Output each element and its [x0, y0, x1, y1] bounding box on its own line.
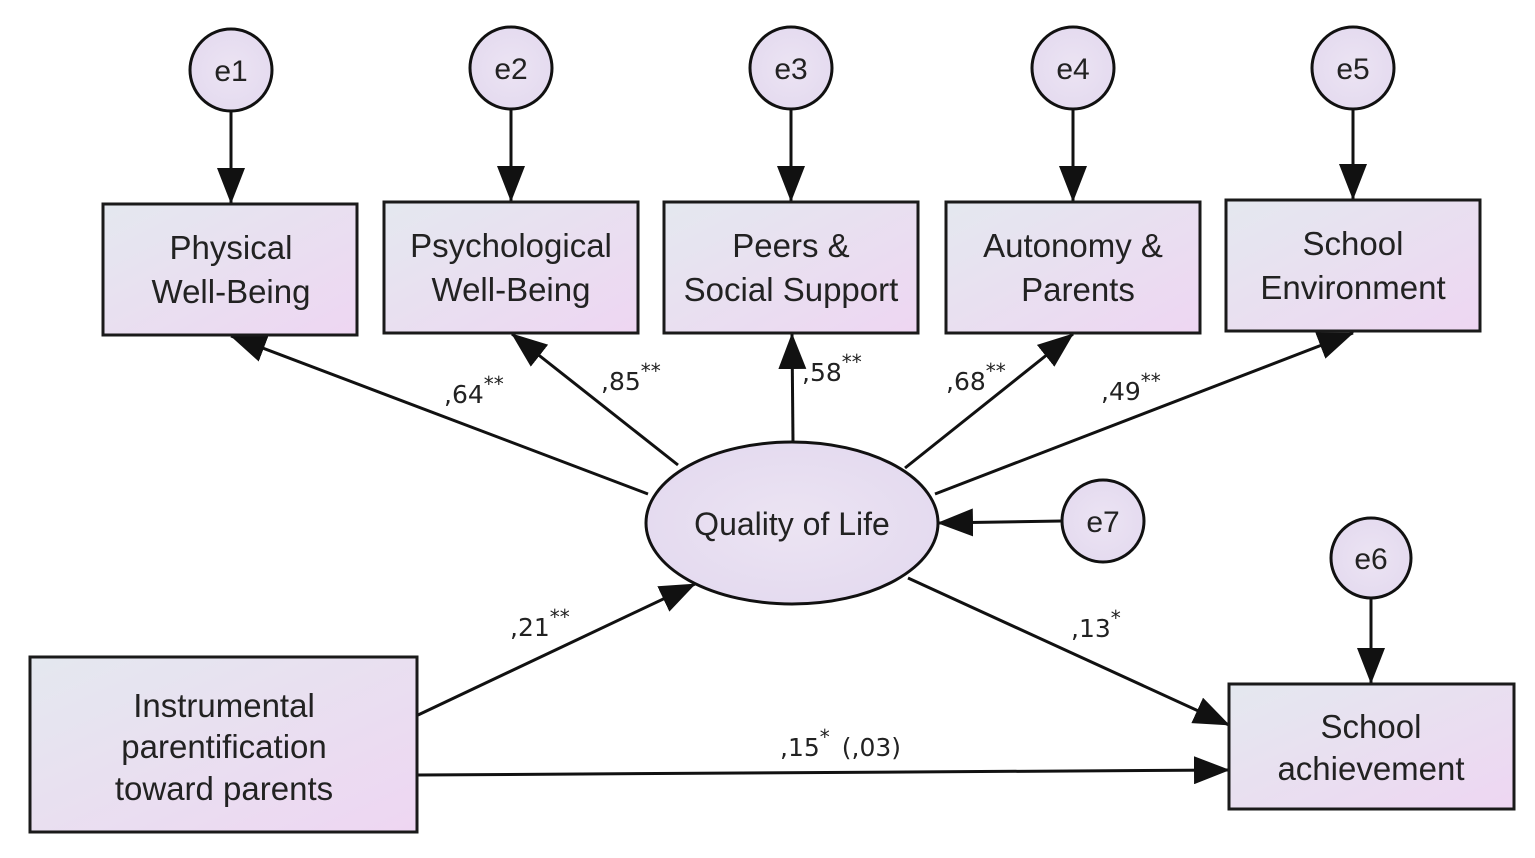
error-e4-label: e4	[1056, 53, 1089, 86]
indicator-physical-wellbeing: Physical Well-Being	[101, 202, 359, 337]
arrow-predictor-outcome	[417, 756, 1230, 785]
path-label-direct: ,15*(,03)	[780, 725, 901, 762]
latent-quality-of-life: Quality of Life	[644, 440, 940, 606]
indicator-peers-line1: Peers &	[732, 227, 849, 264]
path-label-physical: ,64**	[444, 372, 504, 409]
path-label-qol-outcome: ,13*	[1071, 606, 1121, 643]
outcome-school-achievement: School achievement	[1227, 682, 1516, 811]
error-e7-label: e7	[1086, 506, 1119, 539]
indicator-school-env-line1: School	[1303, 225, 1404, 262]
indicator-physical-line2: Well-Being	[152, 273, 311, 310]
arrow-e7-qol	[937, 508, 1063, 537]
arrow-predictor-qol	[417, 582, 696, 717]
error-e1: e1	[188, 27, 274, 113]
outcome-line1: School	[1321, 708, 1422, 745]
arrow-qol-psychological	[511, 332, 679, 467]
error-e5-label: e5	[1336, 53, 1369, 86]
predictor-line2: parentification	[121, 728, 326, 765]
error-e7: e7	[1060, 478, 1146, 564]
predictor-line3: toward parents	[115, 770, 333, 807]
arrow-qol-peers	[778, 333, 807, 443]
arrow-qol-outcome	[907, 576, 1230, 727]
path-label-school-env: ,49**	[1101, 369, 1161, 406]
error-e5: e5	[1310, 25, 1396, 111]
path-label-autonomy: ,68**	[946, 359, 1006, 396]
error-e1-label: e1	[214, 55, 247, 88]
error-e2: e2	[468, 25, 554, 111]
outcome-line2: achievement	[1277, 750, 1464, 787]
indicator-autonomy-line2: Parents	[1021, 271, 1135, 308]
indicator-school-env-line2: Environment	[1260, 269, 1445, 306]
error-e6-label: e6	[1354, 543, 1387, 576]
indicator-peers-social-support: Peers & Social Support	[662, 200, 920, 335]
arrow-qol-school-env	[934, 331, 1354, 496]
indicator-psychological-line2: Well-Being	[432, 271, 591, 308]
indicator-peers-line2: Social Support	[684, 271, 899, 308]
arrow-qol-physical	[230, 334, 649, 496]
indicator-physical-line1: Physical	[170, 229, 293, 266]
error-e2-label: e2	[494, 53, 527, 86]
arrow-qol-autonomy	[904, 332, 1074, 470]
error-e3: e3	[748, 25, 834, 111]
error-e3-label: e3	[774, 53, 807, 86]
path-label-peers: ,58**	[802, 350, 862, 387]
path-label-predictor-qol: ,21**	[510, 605, 570, 642]
predictor-instrumental-parentification: Instrumental parentification toward pare…	[28, 655, 419, 834]
predictor-line1: Instrumental	[133, 687, 315, 724]
indicator-autonomy-line1: Autonomy &	[983, 227, 1163, 264]
latent-quality-of-life-label: Quality of Life	[694, 506, 890, 542]
error-e6: e6	[1329, 516, 1413, 600]
path-label-psychological: ,85**	[601, 359, 661, 396]
indicator-school-environment: School Environment	[1224, 198, 1482, 333]
error-e4: e4	[1030, 25, 1116, 111]
indicator-psychological-line1: Psychological	[410, 227, 612, 264]
indicator-autonomy-parents: Autonomy & Parents	[944, 200, 1202, 335]
indicator-psychological-wellbeing: Psychological Well-Being	[382, 200, 640, 335]
